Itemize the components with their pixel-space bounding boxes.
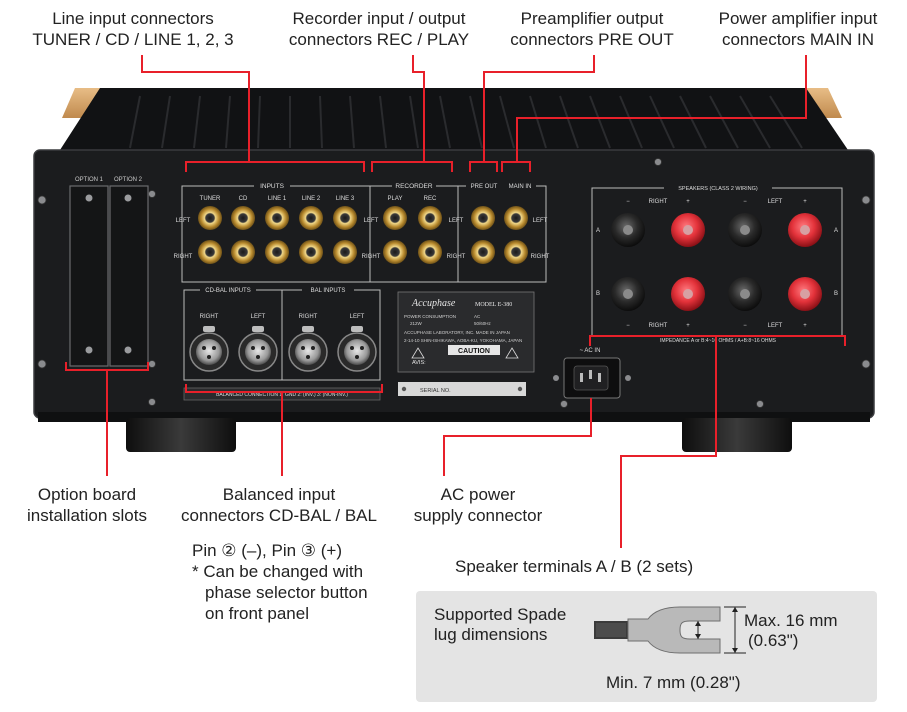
balanced-pin-note: Pin ② (–), Pin ③ (+) * Can be changed wi…: [192, 541, 368, 623]
main-in-label: MAIN IN: [509, 184, 532, 190]
foot-right: [682, 418, 792, 452]
foot-left: [126, 418, 236, 452]
pre-out-label: PRE OUT: [471, 184, 498, 190]
spk-b-left: B: [596, 291, 600, 297]
svg-text:AVIS:: AVIS:: [412, 360, 426, 366]
callout-speaker-terminals: Speaker terminals A / B (2 sets): [455, 557, 694, 576]
spk-left-bottom: LEFT: [768, 323, 783, 329]
spk-b-right: B: [834, 291, 838, 297]
label-line2: LINE 2: [302, 196, 321, 202]
option-slot-2: [109, 185, 149, 367]
svg-text:SERIAL NO.: SERIAL NO.: [420, 388, 451, 394]
impedance-label: IMPEDANCE A or B:4~16 OHMS / A+B:8~16 OH…: [660, 338, 777, 344]
spade-max-dimension: Max. 16 mm (0.63"): [744, 611, 838, 650]
serial-plate: [398, 382, 526, 396]
spade-lug-icon: [594, 606, 746, 654]
spk-left-top: LEFT: [768, 199, 783, 205]
speaker-terminals: [611, 213, 822, 311]
recorder-title: RECORDER: [395, 183, 433, 190]
label-line3: LINE 3: [336, 196, 355, 202]
spk-a-left: A: [596, 228, 600, 234]
caution-label: CAUTION: [458, 348, 490, 355]
svg-text:212W: 212W: [410, 321, 423, 326]
pre-left-label: LEFT: [449, 218, 464, 224]
spade-lug-box: Supported Spade lug dimensions Max. 16 m…: [416, 591, 877, 702]
xlr-connectors: [189, 326, 377, 372]
svg-text:−: −: [743, 199, 747, 205]
callout-line-input: Line input connectors TUNER / CD / LINE …: [32, 9, 234, 49]
spk-right-bottom: RIGHT: [649, 323, 668, 329]
callout-power-amp-input: Power amplifier input connectors MAIN IN: [718, 9, 878, 49]
callout-balanced-input: Balanced input connectors CD-BAL / BAL: [181, 485, 377, 525]
rec-right-label: RIGHT: [362, 254, 381, 260]
brand-logo: Accuphase: [411, 298, 456, 309]
spk-a-right: A: [834, 228, 838, 234]
svg-text:−: −: [626, 199, 630, 205]
svg-text:POWER CONSUMPTION: POWER CONSUMPTION: [404, 314, 456, 319]
inputs-title: INPUTS: [260, 183, 285, 190]
model-name: MODEL E-380: [475, 302, 512, 308]
callout-recorder: Recorder input / output connectors REC /…: [288, 9, 470, 49]
callout-ac-power: AC power supply connector: [413, 485, 543, 525]
svg-text:LEFT: LEFT: [350, 314, 365, 320]
svg-text:2-14-10 SHIN-ISHIKAWA, AOBA-KU: 2-14-10 SHIN-ISHIKAWA, AOBA-KU, YOKOHAMA…: [404, 338, 522, 343]
rca-jacks: [198, 206, 528, 264]
label-play: PLAY: [388, 196, 403, 202]
svg-text:+: +: [686, 199, 690, 205]
rec-left-label: LEFT: [364, 218, 379, 224]
callout-preamp-output: Preamplifier output connectors PRE OUT: [510, 9, 674, 49]
main-left-label: LEFT: [533, 218, 548, 224]
bal-title: BAL INPUTS: [311, 288, 346, 294]
top-vents: [129, 95, 803, 149]
ac-in-label: ~ AC IN: [580, 348, 601, 354]
svg-text:RIGHT: RIGHT: [200, 314, 219, 320]
row-left-label: LEFT: [176, 218, 191, 224]
spade-label: Supported Spade lug dimensions: [434, 605, 567, 644]
speakers-title: SPEAKERS (CLASS 2 WIRING): [678, 186, 758, 192]
spk-right-top: RIGHT: [649, 199, 668, 205]
callout-option-board: Option board installation slots: [26, 485, 147, 525]
svg-text:AC: AC: [474, 314, 481, 319]
inputs-frame: [181, 185, 547, 283]
label-cd: CD: [239, 196, 248, 202]
cd-bal-title: CD-BAL INPUTS: [205, 288, 250, 294]
label-line1: LINE 1: [268, 196, 287, 202]
main-right-label: RIGHT: [531, 254, 550, 260]
svg-text:LEFT: LEFT: [251, 314, 266, 320]
leader-lines: [65, 55, 846, 548]
svg-text:−: −: [626, 323, 630, 329]
option-slot-1: [69, 185, 109, 367]
svg-text:RIGHT: RIGHT: [299, 314, 318, 320]
svg-text:+: +: [686, 323, 690, 329]
spade-min-dimension: Min. 7 mm (0.28"): [606, 673, 741, 692]
svg-text:50/60Hz: 50/60Hz: [474, 321, 492, 326]
option-1-label: OPTION 1: [75, 177, 104, 183]
label-tuner: TUNER: [200, 196, 221, 202]
svg-text:+: +: [803, 323, 807, 329]
svg-text:−: −: [743, 323, 747, 329]
option-2-label: OPTION 2: [114, 177, 143, 183]
top-cover: [60, 88, 848, 150]
svg-text:ACCUPHASE LABORATORY, INC. M: ACCUPHASE LABORATORY, INC. MADE IN JAPAN: [404, 330, 510, 335]
pre-right-label: RIGHT: [447, 254, 466, 260]
model-plate: [397, 291, 535, 373]
label-rec: REC: [424, 196, 437, 202]
svg-text:+: +: [803, 199, 807, 205]
panel-screws: [37, 158, 871, 408]
row-right-label: RIGHT: [174, 254, 193, 260]
